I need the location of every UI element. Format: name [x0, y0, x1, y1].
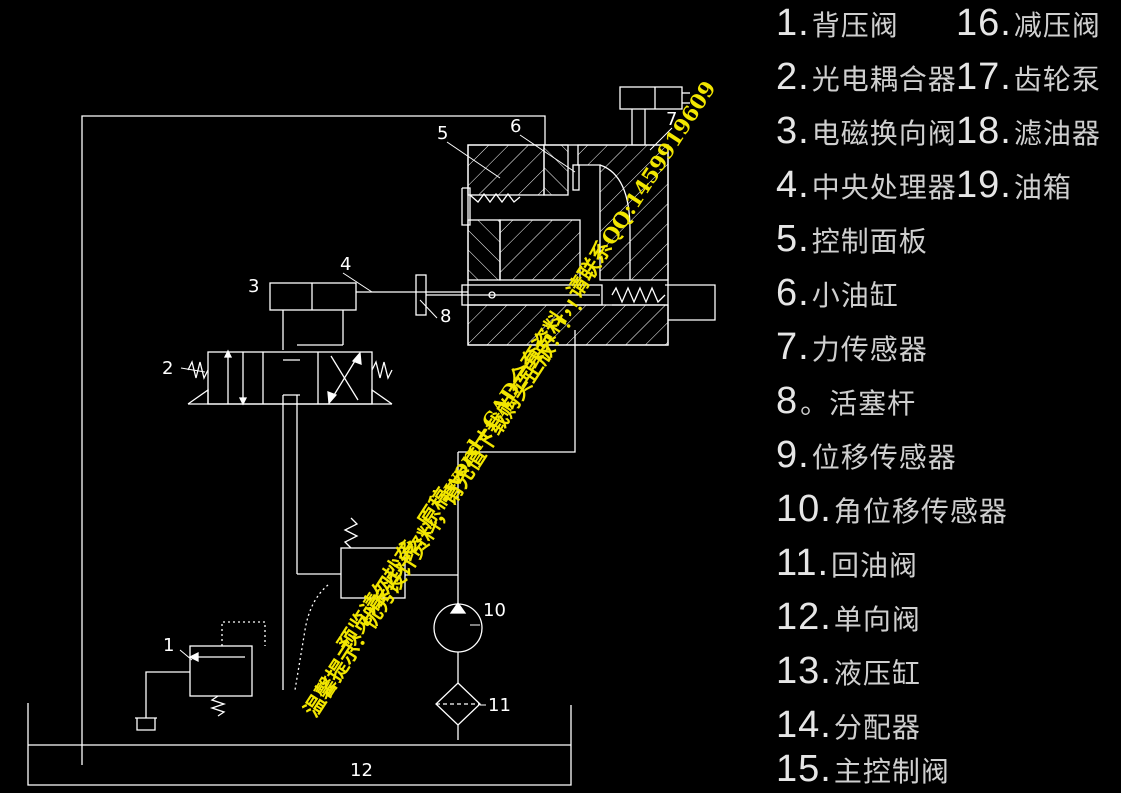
legend-item: 14.分配器: [776, 704, 921, 747]
legend-num: 9.: [776, 434, 810, 476]
legend-num: 3.: [776, 110, 810, 152]
legend-item: 7.力传感器: [776, 326, 928, 369]
force-sensor: [619, 86, 690, 145]
legend-item: 16.减压阀: [956, 2, 1101, 45]
legend-name: 单向阀: [833, 603, 921, 636]
legend-num: 15.: [776, 748, 832, 790]
directional-valve: [187, 349, 393, 406]
callout-11: 11: [488, 695, 511, 716]
legend-name: 背压阀: [811, 9, 899, 42]
legend-item: 1.背压阀: [776, 2, 899, 45]
legend-item: 17.齿轮泵: [956, 56, 1101, 99]
oil-tank: [27, 703, 572, 786]
legend-num: 4.: [776, 164, 810, 206]
legend-item: 11.回油阀: [776, 542, 918, 585]
legend-item: 3.电磁换向阀: [776, 110, 957, 153]
pressure-line: [405, 330, 576, 740]
legend-item: 8。活塞杆: [776, 380, 916, 423]
legend-item: 12.单向阀: [776, 596, 921, 639]
legend-name: 角位移传感器: [833, 495, 1008, 528]
legend-item: 18.滤油器: [956, 110, 1101, 153]
legend-item: 5.控制面板: [776, 218, 928, 261]
relief-valve: [294, 517, 406, 691]
legend-num: 11.: [776, 542, 830, 584]
callout-12: 12: [350, 760, 373, 781]
legend-num: 18.: [956, 110, 1012, 152]
legend-num: 1.: [776, 2, 810, 44]
legend-num: 2.: [776, 56, 810, 98]
legend-name: 力传感器: [811, 333, 928, 366]
legend-name: 光电耦合器: [811, 63, 957, 96]
legend-name: 液压缸: [833, 657, 921, 690]
callout-4: 4: [340, 254, 351, 275]
legend-num: 12.: [776, 596, 832, 638]
legend-name: 回油阀: [831, 549, 919, 582]
legend-item: 13.液压缸: [776, 650, 921, 693]
legend-num: 7.: [776, 326, 810, 368]
callout-2: 2: [162, 358, 173, 379]
legend-name: 电磁换向阀: [811, 117, 957, 150]
legend-num: 10.: [776, 488, 832, 530]
callout-5: 5: [437, 123, 448, 144]
callout-3: 3: [248, 276, 259, 297]
callout-10: 10: [483, 600, 506, 621]
legend-num: 5.: [776, 218, 810, 260]
legend-num: 8: [776, 380, 799, 422]
legend-num: 14.: [776, 704, 832, 746]
legend-num: 6.: [776, 272, 810, 314]
callout-1: 1: [163, 635, 174, 656]
callout-labels: 1 2 3 4 5 6 7 8 10 11 12: [162, 109, 677, 781]
leader-lines: [179, 127, 673, 706]
legend-name: 。活塞杆: [800, 387, 917, 420]
legend-num: 13.: [776, 650, 832, 692]
legend-name: 位移传感器: [811, 441, 957, 474]
pump: [433, 601, 483, 653]
legend-num: 17.: [956, 56, 1012, 98]
legend-name: 油箱: [1013, 171, 1072, 204]
legend-item: 9.位移传感器: [776, 434, 957, 477]
legend-name: 滤油器: [1013, 117, 1101, 150]
valve-lines: [282, 310, 344, 690]
legend-name: 控制面板: [811, 225, 928, 258]
filter: [435, 682, 481, 726]
legend-name: 中央处理器: [811, 171, 957, 204]
legend-num: 19.: [956, 164, 1012, 206]
legend-item: 15.主控制阀: [776, 748, 950, 791]
legend-item: 2.光电耦合器: [776, 56, 957, 99]
legend-name: 减压阀: [1013, 9, 1101, 42]
legend-name: 小油缸: [811, 279, 899, 312]
return-line: [81, 115, 546, 765]
legend-name: 分配器: [833, 711, 921, 744]
callout-7: 7: [666, 109, 677, 130]
legend-item: 4.中央处理器: [776, 164, 957, 207]
legend-name: 主控制阀: [833, 755, 950, 788]
back-pressure-valve: [135, 621, 266, 731]
legend-name: 齿轮泵: [1013, 63, 1101, 96]
solenoid: [269, 282, 468, 311]
legend-item: 6.小油缸: [776, 272, 899, 315]
legend-item: 19.油箱: [956, 164, 1072, 207]
callout-8: 8: [440, 306, 451, 327]
legend-num: 16.: [956, 2, 1012, 44]
callout-6: 6: [510, 116, 521, 137]
legend-item: 10.角位移传感器: [776, 488, 1008, 531]
